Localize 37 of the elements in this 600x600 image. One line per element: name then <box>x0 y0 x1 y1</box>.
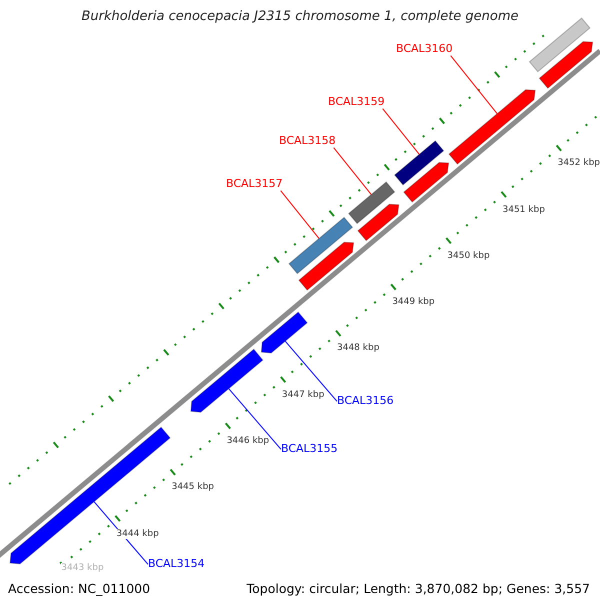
leader-line <box>284 340 338 402</box>
leader-line <box>333 147 372 196</box>
gene-bar <box>348 181 396 224</box>
gene-label: BCAL3158 <box>279 135 336 148</box>
scale-label: 3452 kbp <box>558 158 600 169</box>
scale-label: 3451 kbp <box>502 204 545 215</box>
scale-label: 3443 kbp <box>61 562 104 574</box>
gene-bar <box>448 89 536 165</box>
gene-bar <box>528 17 591 72</box>
gene-bar <box>403 162 450 203</box>
gene-label: BCAL3157 <box>226 178 283 191</box>
leader-line <box>450 55 498 114</box>
leader-line <box>382 108 420 155</box>
accession-label: Accession: NC_011000 <box>8 582 150 596</box>
gene-label: BCAL3159 <box>328 96 385 109</box>
scale-label: 3449 kbp <box>392 297 435 308</box>
gene-bar <box>357 204 400 242</box>
scale-label: 3447 kbp <box>282 390 324 400</box>
gene-bar <box>190 348 264 413</box>
scale-label: 3450 kbp <box>447 250 490 262</box>
gene-label: BCAL3155 <box>281 443 338 456</box>
gene-bar <box>538 41 594 89</box>
gene-bar <box>394 140 444 186</box>
scale-label: 3445 kbp <box>172 482 214 493</box>
gene-label: BCAL3160 <box>396 43 453 56</box>
scale-label: 3446 kbp <box>226 436 270 446</box>
title: Burkholderia cenocepacia J2315 chromosome 1, complete genome <box>80 10 520 25</box>
scale-label: 3444 kbp <box>116 528 159 539</box>
gene-bar <box>260 311 308 354</box>
scale-label: 3448 kbp <box>337 343 380 354</box>
genome-stats-label: Topology: circular; Length: 3,870,082 bp; Genes: 3,557 <box>246 582 590 596</box>
leader-line <box>280 190 320 239</box>
gene-bar <box>288 216 354 274</box>
gene-label: BCAL3156 <box>337 395 394 408</box>
leader-line <box>228 388 282 450</box>
gene-bar <box>298 242 354 291</box>
gene-label: BCAL3154 <box>148 558 205 571</box>
